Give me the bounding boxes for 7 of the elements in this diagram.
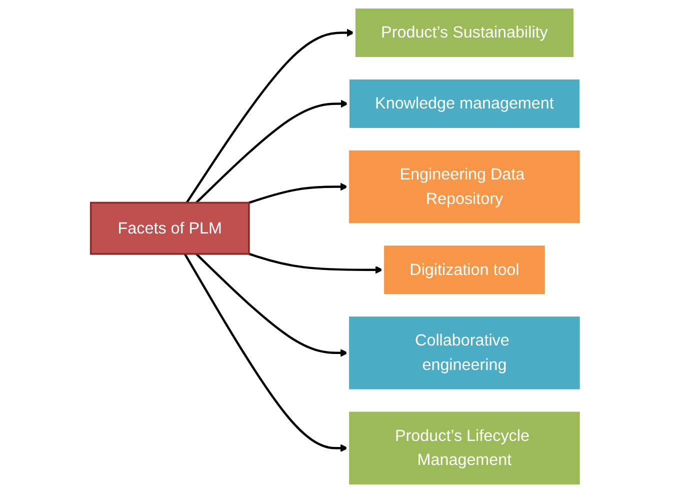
- arrow: [186, 28, 355, 204]
- arrow: [249, 252, 384, 274]
- arrow: [196, 100, 349, 204]
- node-box: Facets of PLM: [90, 202, 250, 255]
- arrow: [249, 182, 349, 204]
- arrow: [196, 253, 349, 357]
- arrow: [184, 253, 349, 452]
